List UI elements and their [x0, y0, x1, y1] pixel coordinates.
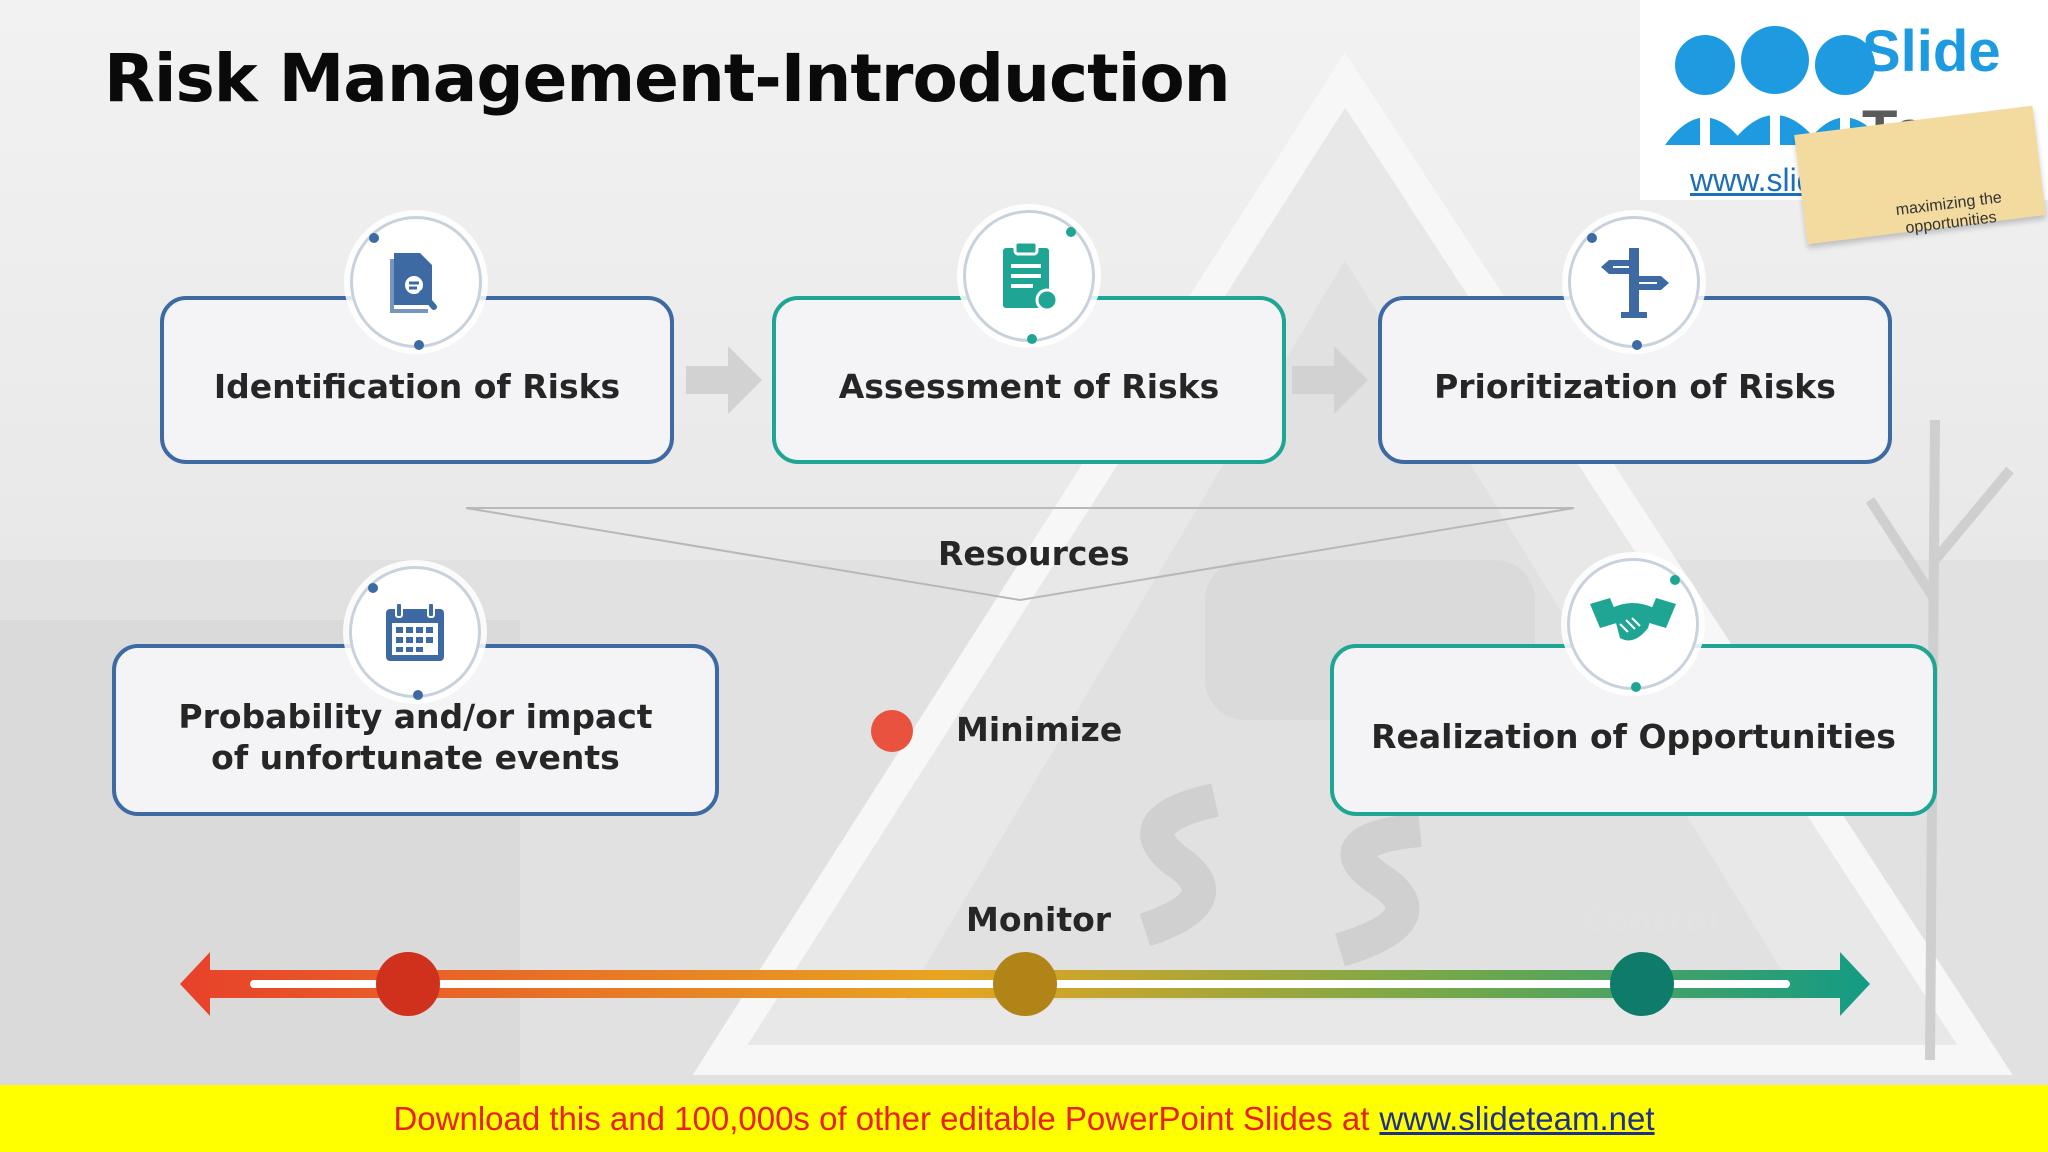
arrow-right-icon: [1292, 346, 1368, 414]
clipboard-check-icon: [1003, 240, 1059, 312]
document-search-icon: [390, 253, 437, 313]
opportunities-icon-circle: [1567, 558, 1699, 692]
minimize-label: Minimize: [956, 710, 1123, 749]
monitor-scale-arrow: [180, 952, 1870, 1016]
arrow-right-icon: [686, 346, 762, 414]
handshake-icon: [1590, 598, 1676, 641]
resources-label: Resources: [938, 534, 1130, 573]
scale-marker-teal: [1610, 952, 1674, 1016]
logo-slide-text: Slide: [1862, 19, 2001, 84]
step-label-identification: Identification of Risks: [213, 367, 621, 407]
signpost-icon: [1601, 248, 1669, 318]
banner-link[interactable]: www.slideteam.net: [1379, 1099, 1655, 1137]
probability-label: Probability and/or impact of unfortunate…: [178, 696, 653, 777]
monitor-label: Monitor: [966, 900, 1112, 939]
probability-icon-circle: [349, 566, 481, 700]
minimize-dot: [871, 710, 913, 752]
control-label: Control: [1582, 900, 1719, 939]
step-label-assessment: Assessment of Risks: [838, 367, 1220, 407]
scale-marker-gold: [993, 952, 1057, 1016]
assessment-icon-circle: [963, 210, 1095, 344]
download-banner: Download this and 100,000s of other edit…: [0, 1085, 2048, 1152]
step-label-prioritization: Prioritization of Risks: [1434, 367, 1836, 407]
identification-icon-circle: [350, 216, 482, 350]
prioritization-icon-circle: [1568, 216, 1700, 350]
banner-text: Download this and 100,000s of other edit…: [393, 1099, 1370, 1137]
opportunities-label: Realization of Opportunities: [1371, 717, 1896, 757]
page-title: Risk Management-Introduction: [104, 40, 1231, 117]
scale-marker-red: [376, 952, 440, 1016]
calendar-icon: [386, 602, 444, 661]
resources-funnel-lines: [465, 507, 1575, 601]
